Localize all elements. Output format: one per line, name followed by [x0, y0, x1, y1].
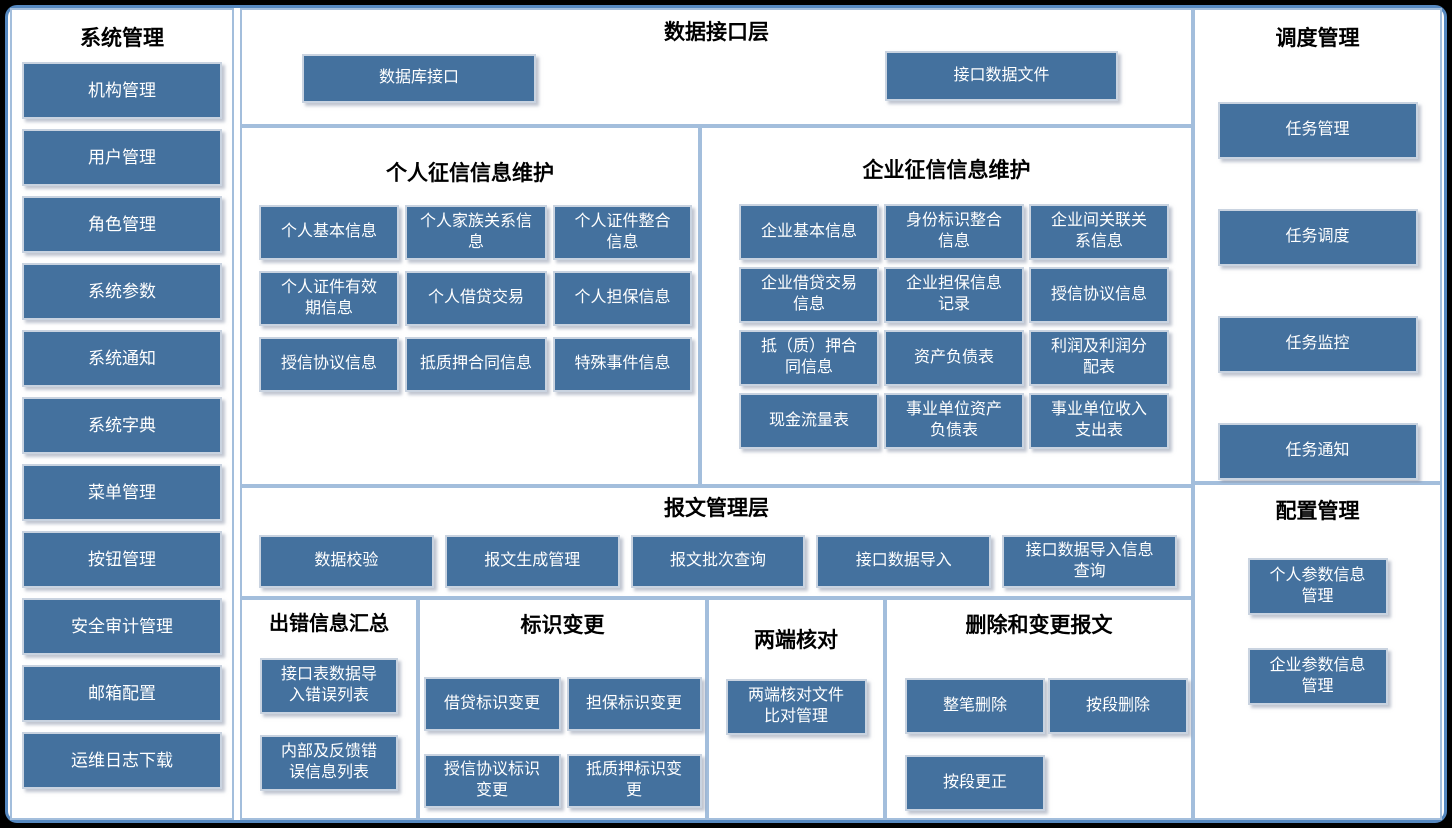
system-dict-block: 系统字典: [22, 397, 222, 455]
enterprise-loan-info-block: 企业借贷交易信息: [739, 267, 879, 324]
message-generation-block: 报文生成管理: [444, 535, 620, 589]
panel-two-end-check: 两端核对 两端核对文件比对管理: [707, 598, 885, 820]
enterprise-credit-grid: 企业基本信息 身份标识整合信息 企业间关联关系信息 企业借贷交易信息 企业担保信…: [739, 204, 1191, 450]
title-delete-change-message: 删除和变更报文: [965, 614, 1113, 637]
segment-correct-block: 按段更正: [905, 755, 1045, 812]
enterprise-guarantee-record-block: 企业担保信息记录: [884, 267, 1024, 324]
whole-record-delete-block: 整笔删除: [905, 678, 1045, 735]
identity-integration-block: 身份标识整合信息: [884, 204, 1024, 261]
org-management-block: 机构管理: [22, 62, 222, 120]
panel-config-management: 配置管理 个人参数信息管理 企业参数信息管理: [1193, 483, 1442, 820]
menu-management-block: 菜单管理: [22, 464, 222, 522]
title-personal-credit-maintenance: 个人征信信息维护: [386, 162, 554, 185]
system-notice-block: 系统通知: [22, 330, 222, 388]
personal-collateral-contract-block: 抵质押合同信息: [405, 337, 547, 393]
title-enterprise-credit-maintenance: 企业征信信息维护: [862, 159, 1031, 182]
title-message-management-layer: 报文管理层: [664, 497, 769, 520]
security-audit-block: 安全审计管理: [22, 598, 222, 656]
enterprise-collateral-contract-block: 抵（质）押合同信息: [739, 330, 879, 387]
button-management-block: 按钮管理: [22, 531, 222, 589]
mailbox-config-block: 邮箱配置: [22, 665, 222, 723]
task-notification-block: 任务通知: [1217, 423, 1418, 481]
title-two-end-check: 两端核对: [754, 629, 838, 652]
personal-cert-integration-block: 个人证件整合信息: [553, 205, 692, 261]
message-batch-query-block: 报文批次查询: [630, 535, 806, 589]
personal-credit-grid: 个人基本信息 个人家族关系信息 个人证件整合信息 个人证件有效期信息 个人借贷交…: [259, 205, 698, 393]
profit-distribution-block: 利润及利润分配表: [1029, 330, 1169, 387]
database-interface-block: 数据库接口: [302, 54, 536, 103]
panel-delete-change-message: 删除和变更报文 整笔删除 按段删除 按段更正: [885, 598, 1193, 820]
cash-flow-block: 现金流量表: [739, 393, 879, 450]
role-management-block: 角色管理: [22, 196, 222, 254]
panel-message-management-layer: 报文管理层 数据校验 报文生成管理 报文批次查询 接口数据导入 接口数据导入信息…: [240, 486, 1193, 598]
enterprise-basic-info-block: 企业基本信息: [739, 204, 879, 261]
enterprise-credit-agreement-block: 授信协议信息: [1029, 267, 1169, 324]
segment-delete-block: 按段删除: [1048, 678, 1188, 735]
collateral-id-change-block: 抵质押标识变更: [566, 754, 702, 809]
task-scheduling-block: 任务调度: [1217, 209, 1418, 267]
interface-import-error-list-block: 接口表数据导入错误列表: [260, 658, 398, 714]
interface-data-import-block: 接口数据导入: [816, 535, 992, 589]
panel-data-interface-layer: 数据接口层 数据库接口 接口数据文件: [240, 8, 1193, 126]
ops-log-download-block: 运维日志下载: [22, 732, 222, 790]
personal-family-relation-block: 个人家族关系信息: [405, 205, 547, 261]
personal-loan-transaction-block: 个人借贷交易: [405, 271, 547, 327]
panel-schedule-management: 调度管理 任务管理 任务调度 任务监控 任务通知: [1193, 8, 1442, 483]
personal-cert-validity-block: 个人证件有效期信息: [259, 271, 399, 327]
title-identifier-change: 标识变更: [520, 614, 605, 637]
personal-param-management-block: 个人参数信息管理: [1247, 558, 1388, 616]
guarantee-id-change-block: 担保标识变更: [566, 677, 702, 732]
internal-feedback-error-list-block: 内部及反馈错误信息列表: [260, 735, 398, 791]
title-data-interface-layer: 数据接口层: [664, 21, 769, 44]
institution-balance-sheet-block: 事业单位资产负债表: [884, 393, 1024, 450]
enterprise-relation-block: 企业间关联关系信息: [1029, 204, 1169, 261]
panel-enterprise-credit-maintenance: 企业征信信息维护 企业基本信息 身份标识整合信息 企业间关联关系信息 企业借贷交…: [700, 126, 1193, 486]
balance-sheet-block: 资产负债表: [884, 330, 1024, 387]
task-monitoring-block: 任务监控: [1217, 316, 1418, 374]
message-button-row: 数据校验 报文生成管理 报文批次查询 接口数据导入 接口数据导入信息查询: [259, 535, 1177, 589]
credit-agreement-id-change-block: 授信协议标识变更: [423, 754, 561, 809]
personal-guarantee-info-block: 个人担保信息: [553, 271, 692, 327]
title-schedule-management: 调度管理: [1275, 27, 1360, 50]
institution-income-expense-block: 事业单位收入支出表: [1029, 393, 1169, 450]
system-params-block: 系统参数: [22, 263, 222, 321]
personal-basic-info-block: 个人基本信息: [259, 205, 399, 261]
personal-credit-agreement-block: 授信协议信息: [259, 337, 399, 393]
interface-import-info-query-block: 接口数据导入信息查询: [1002, 535, 1177, 589]
title-system-management: 系统管理: [80, 27, 164, 50]
loan-id-change-block: 借贷标识变更: [423, 677, 561, 732]
special-event-info-block: 特殊事件信息: [553, 337, 692, 393]
two-end-file-compare-block: 两端核对文件比对管理: [725, 679, 867, 736]
data-validation-block: 数据校验: [259, 535, 434, 589]
panel-personal-credit-maintenance: 个人征信信息维护 个人基本信息 个人家族关系信息 个人证件整合信息 个人证件有效…: [240, 126, 700, 486]
enterprise-param-management-block: 企业参数信息管理: [1247, 648, 1388, 706]
task-management-block: 任务管理: [1217, 102, 1418, 160]
user-management-block: 用户管理: [22, 129, 222, 187]
diagram-canvas: 系统管理 机构管理 用户管理 角色管理 系统参数 系统通知 系统字典 菜单管理 …: [5, 5, 1447, 823]
panel-system-management: 系统管理 机构管理 用户管理 角色管理 系统参数 系统通知 系统字典 菜单管理 …: [10, 8, 234, 820]
title-error-summary: 出错信息汇总: [269, 613, 389, 635]
panel-error-summary: 出错信息汇总 接口表数据导入错误列表 内部及反馈错误信息列表: [240, 598, 418, 820]
delete-change-grid: 整笔删除 按段删除 按段更正: [905, 678, 1191, 812]
interface-data-file-block: 接口数据文件: [885, 51, 1118, 101]
panel-identifier-change: 标识变更 借贷标识变更 担保标识变更 授信协议标识变更 抵质押标识变更: [418, 598, 707, 820]
identifier-change-grid: 借贷标识变更 担保标识变更 授信协议标识变更 抵质押标识变更: [420, 677, 705, 809]
title-config-management: 配置管理: [1275, 500, 1360, 523]
